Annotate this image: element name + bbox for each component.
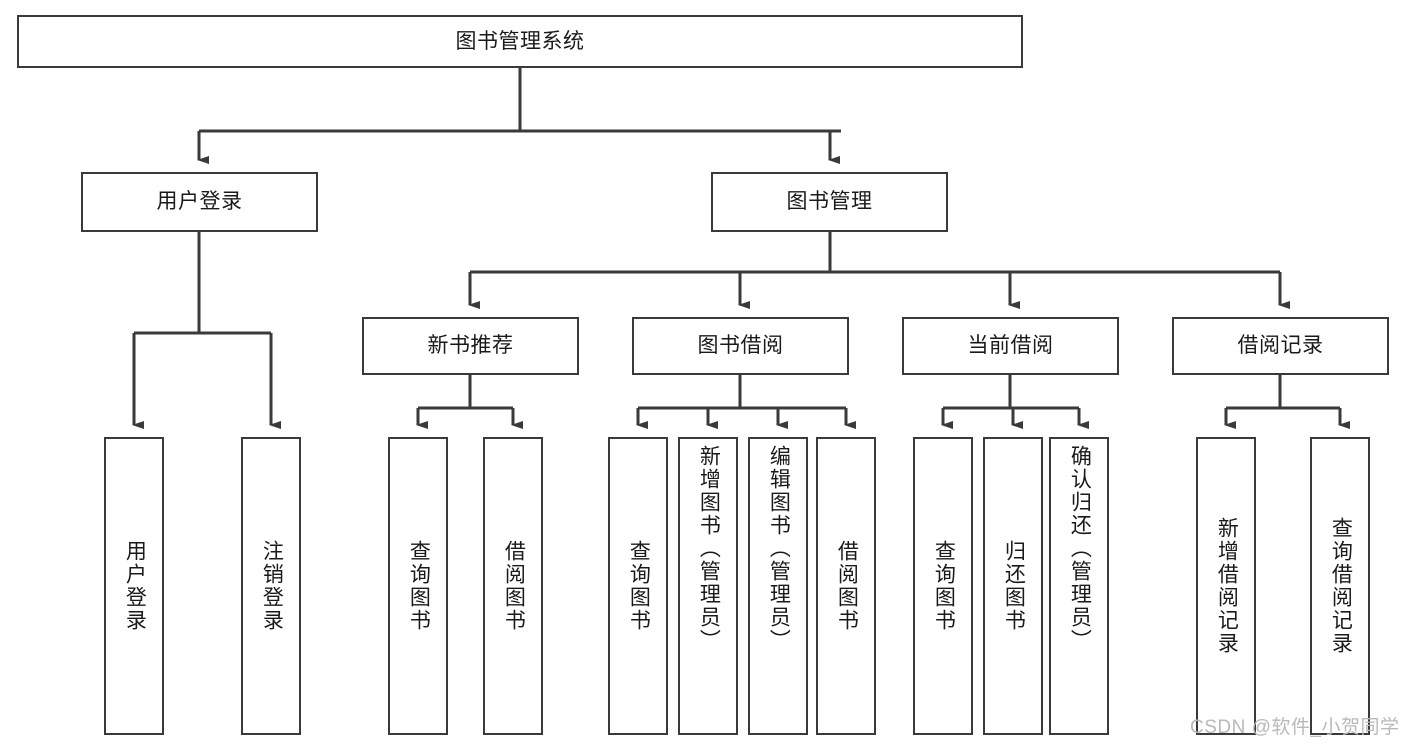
leaf-add-borrow-record[interactable]: 新增借阅记录 [1196,437,1256,735]
leaf-query-book-current-label: 查询图书 [932,540,956,632]
leaf-logout-label: 注销登录 [260,540,284,632]
node-current-borrow-label: 当前借阅 [967,334,1054,358]
leaf-borrow-book-newbook-label: 借阅图书 [502,540,526,632]
node-user-login[interactable]: 用户登录 [81,172,318,232]
leaf-query-borrow-record[interactable]: 查询借阅记录 [1310,437,1370,735]
leaf-lend-book-label: 借阅图书 [835,540,859,632]
leaf-query-book-borrow[interactable]: 查询图书 [608,437,668,735]
node-book-borrow[interactable]: 图书借阅 [632,317,849,375]
leaf-query-book-newbook[interactable]: 查询图书 [388,437,448,735]
node-book-management[interactable]: 图书管理 [711,172,948,232]
node-book-borrow-label: 图书借阅 [697,334,784,358]
leaf-lend-book[interactable]: 借阅图书 [816,437,876,735]
leaf-borrow-book-newbook[interactable]: 借阅图书 [483,437,543,735]
node-user-login-label: 用户登录 [156,190,243,214]
node-new-book-recommend-label: 新书推荐 [427,334,514,358]
leaf-add-borrow-record-label: 新增借阅记录 [1215,517,1239,655]
node-book-management-label: 图书管理 [786,190,873,214]
leaf-confirm-return-admin-label: 确认归还（管理员） [1068,445,1092,652]
node-current-borrow[interactable]: 当前借阅 [902,317,1119,375]
leaf-add-book-admin[interactable]: 新增图书（管理员） [678,437,738,735]
leaf-return-book-label: 归还图书 [1002,540,1026,632]
leaf-edit-book-admin[interactable]: 编辑图书（管理员） [748,437,808,735]
leaf-user-login[interactable]: 用户登录 [104,437,164,735]
node-borrow-record[interactable]: 借阅记录 [1172,317,1389,375]
node-root[interactable]: 图书管理系统 [17,15,1023,68]
leaf-edit-book-admin-label: 编辑图书（管理员） [767,445,791,652]
watermark: CSDN @软件_小贺同学 [1190,717,1400,738]
leaf-logout[interactable]: 注销登录 [241,437,301,735]
leaf-query-book-borrow-label: 查询图书 [627,540,651,632]
leaf-user-login-label: 用户登录 [123,540,147,632]
leaf-return-book[interactable]: 归还图书 [983,437,1043,735]
leaf-query-borrow-record-label: 查询借阅记录 [1329,517,1353,655]
leaf-confirm-return-admin[interactable]: 确认归还（管理员） [1049,437,1109,735]
node-new-book-recommend[interactable]: 新书推荐 [362,317,579,375]
node-root-label: 图书管理系统 [455,29,585,53]
node-borrow-record-label: 借阅记录 [1237,334,1324,358]
leaf-query-book-newbook-label: 查询图书 [407,540,431,632]
leaf-query-book-current[interactable]: 查询图书 [913,437,973,735]
leaf-add-book-admin-label: 新增图书（管理员） [697,445,721,652]
